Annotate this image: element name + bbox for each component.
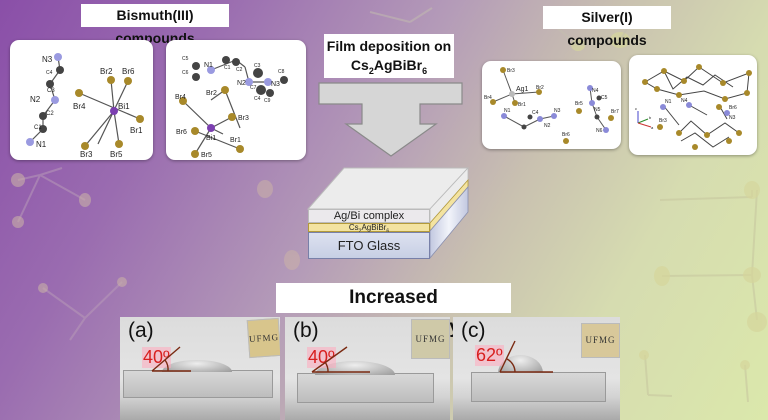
contact-angle-c: 62º <box>475 345 504 366</box>
svg-text:C1: C1 <box>34 125 42 131</box>
svg-text:Br3: Br3 <box>238 115 249 122</box>
svg-text:C7: C7 <box>250 85 257 91</box>
svg-text:C5: C5 <box>601 95 608 101</box>
svg-text:N2: N2 <box>30 95 41 104</box>
svg-text:Br6: Br6 <box>562 132 570 138</box>
svg-text:N3: N3 <box>729 115 736 121</box>
svg-text:Br4: Br4 <box>175 94 186 101</box>
contact-angle-photo-a: (a) UFMG 40º <box>120 317 280 420</box>
svg-text:Br6: Br6 <box>176 129 187 136</box>
svg-text:C2: C2 <box>236 67 243 73</box>
sample-inset-c: UFMG <box>581 323 620 358</box>
film-deposition-line1: Film deposition on <box>326 38 452 54</box>
bismuth-structure-2: C5 N1 C1 C2 C6 C3 N2 C7 N3 C8 C4 C9 Br2 … <box>166 40 306 160</box>
photo-label-a: (a) <box>128 319 154 342</box>
angle-lines-c <box>499 340 553 373</box>
svg-text:Br4: Br4 <box>73 102 86 111</box>
svg-text:Br6: Br6 <box>122 67 135 76</box>
bismuth-structure-1: N3 C4 C3 N2 C2 C1 N1 Br2 Br6 Br4 Bi1 Br1… <box>10 40 153 160</box>
svg-text:Bi1: Bi1 <box>118 102 130 111</box>
photo-label-c: (c) <box>461 319 486 342</box>
svg-text:Br5: Br5 <box>201 152 212 159</box>
svg-text:C4: C4 <box>46 70 53 76</box>
svg-text:Br1: Br1 <box>230 137 241 144</box>
down-arrow-icon <box>318 82 463 157</box>
svg-text:Br3: Br3 <box>507 68 515 74</box>
svg-text:Bi1: Bi1 <box>206 135 216 142</box>
film-deposition-label: Film deposition on Cs2AgBiBr6 <box>324 34 454 78</box>
svg-text:Br7: Br7 <box>611 109 619 115</box>
svg-text:Br5: Br5 <box>575 101 583 107</box>
contact-angle-photo-c: (c) UFMG 62º <box>453 317 620 420</box>
photo-label-b: (b) <box>293 319 319 342</box>
svg-text:N3: N3 <box>271 81 280 88</box>
svg-text:Br6: Br6 <box>729 105 737 111</box>
svg-text:C4: C4 <box>254 96 261 102</box>
svg-text:N1: N1 <box>204 62 213 69</box>
svg-text:N2: N2 <box>237 80 246 87</box>
svg-text:N1: N1 <box>36 140 47 149</box>
svg-text:C3: C3 <box>47 88 55 94</box>
svg-text:C9: C9 <box>264 98 271 104</box>
contact-angle-photo-b: (b) UFMG 40º <box>285 317 450 420</box>
svg-text:Br3: Br3 <box>80 150 93 159</box>
svg-text:N1: N1 <box>504 108 511 114</box>
svg-text:C2: C2 <box>46 111 54 117</box>
svg-text:Br2: Br2 <box>206 90 217 97</box>
svg-text:Br5: Br5 <box>110 150 123 159</box>
svg-text:Br1: Br1 <box>130 126 143 135</box>
silver-structure-2: N1 N4 Br6 N3 Br3 c b a <box>629 55 757 155</box>
angle-lines-b <box>311 346 370 373</box>
svg-text:C8: C8 <box>278 69 285 75</box>
svg-text:N3: N3 <box>42 55 53 64</box>
svg-text:N1: N1 <box>665 99 672 105</box>
result-header: Increased Hydrophobicity! <box>276 283 511 338</box>
svg-text:Br2: Br2 <box>536 85 544 91</box>
svg-text:Ag1: Ag1 <box>516 86 529 93</box>
svg-text:Br4: Br4 <box>484 95 492 101</box>
svg-text:b: b <box>649 115 652 120</box>
silver-header: Silver(I) compounds <box>543 6 671 48</box>
svg-text:C6: C6 <box>182 70 189 76</box>
svg-text:Br2: Br2 <box>100 67 113 76</box>
svg-text:N4: N4 <box>592 88 599 94</box>
svg-text:Br1: Br1 <box>518 102 526 108</box>
angle-lines-a <box>151 346 191 372</box>
svg-text:C4: C4 <box>532 110 539 116</box>
svg-text:c: c <box>635 106 637 111</box>
contact-angle-b: 40º <box>307 347 336 368</box>
svg-text:N4: N4 <box>681 98 688 104</box>
svg-text:C1: C1 <box>224 65 231 71</box>
n-atom <box>54 53 62 61</box>
bismuth-header: Bismuth(III) compounds <box>81 4 229 46</box>
svg-text:C3: C3 <box>254 63 261 69</box>
layer-fto-glass: FTO Glass <box>308 232 430 259</box>
film-deposition-formula: Cs2AgBiBr6 <box>350 57 428 76</box>
svg-text:N6: N6 <box>596 128 603 134</box>
svg-text:N2: N2 <box>544 123 551 129</box>
silver-structure-1: Br3 Ag1 Br2 Br4 Br1 N1 C4 N3 N2 Br5 N4 C… <box>482 61 621 149</box>
layer-cs2agbibr6: Cs2AgBiBr6 <box>308 223 430 235</box>
layer-ag-bi-complex: Ag/Bi complex <box>308 209 430 223</box>
sample-inset-b: UFMG <box>411 319 450 359</box>
svg-text:Br3: Br3 <box>659 118 667 124</box>
svg-text:C5: C5 <box>182 56 189 62</box>
svg-text:a: a <box>651 125 654 130</box>
svg-text:N5: N5 <box>594 107 601 113</box>
svg-text:N3: N3 <box>554 108 561 114</box>
layer-stack-diagram <box>306 166 470 260</box>
